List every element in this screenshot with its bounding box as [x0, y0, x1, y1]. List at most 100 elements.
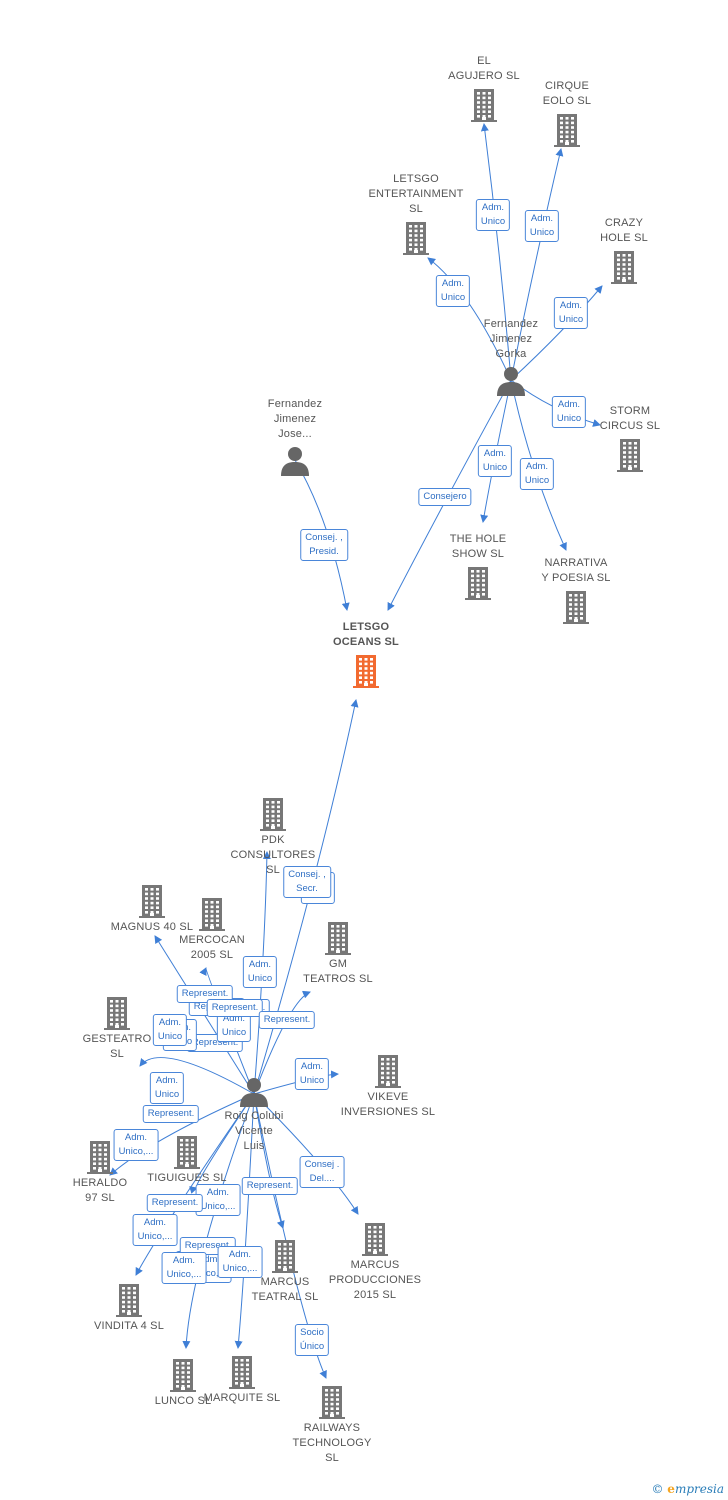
node-label: HERALDO 97 SL [72, 1177, 128, 1204]
role-badge[interactable]: Consej. , Secr. [283, 866, 331, 898]
role-badge[interactable]: Adm. Unico,... [132, 1214, 178, 1246]
building-icon [104, 997, 130, 1030]
node-vikeve[interactable]: VIKEVE INVERSIONES SL [313, 1054, 463, 1120]
edge-roig-heraldo [109, 1093, 255, 1176]
building-icon [116, 1284, 142, 1317]
node-jose[interactable]: Fernandez Jimenez Jose... [220, 397, 370, 476]
role-badge[interactable]: Adm. Unico [435, 275, 471, 307]
role-badge[interactable]: Consejero [418, 488, 472, 506]
role-badge[interactable]: Adm. Unico [475, 199, 511, 231]
node-label: STORM CIRCUS SL [599, 405, 661, 432]
node-letsgo[interactable]: LETSGO OCEANS SL [291, 620, 441, 688]
role-badge[interactable]: Consej . Del.... [299, 1156, 345, 1188]
brand-name: mpresia [674, 1482, 724, 1496]
role-badge[interactable]: Adm. Unico [551, 396, 587, 428]
role-badge[interactable]: Consej. , Presid. [300, 529, 348, 561]
edge-roig-railways [253, 1093, 327, 1379]
node-heraldo[interactable]: HERALDO 97 SL [25, 1140, 175, 1206]
role-badge[interactable]: Represent. [241, 1177, 299, 1195]
node-letsgo-ent[interactable]: LETSGO ENTERTAINMENT SL [341, 172, 491, 255]
node-cirque[interactable]: CIRQUE EOLO SL [492, 79, 642, 147]
node-label: LETSGO ENTERTAINMENT SL [368, 173, 464, 215]
node-label: THE HOLE SHOW SL [449, 533, 507, 560]
building-icon [319, 1386, 345, 1419]
node-label: GESTEATRO SL [82, 1033, 152, 1060]
brand-initial: e [667, 1482, 675, 1496]
node-label: EL AGUJERO SL [448, 55, 520, 82]
person-icon [281, 447, 309, 476]
node-mercocan[interactable]: MERCOCAN 2005 SL [137, 897, 287, 963]
node-label: MARQUITE SL [203, 1392, 281, 1404]
building-icon [471, 89, 497, 122]
role-badge[interactable]: Represent. [258, 1011, 316, 1029]
node-label: VIKEVE INVERSIONES SL [340, 1091, 436, 1118]
role-badge[interactable]: Socio Único [294, 1324, 330, 1356]
building-icon [272, 1240, 298, 1273]
node-lunco[interactable]: LUNCO SL [108, 1358, 258, 1409]
edge-gorka-cirque [510, 148, 564, 381]
role-badge[interactable]: Adm. Unico [477, 445, 513, 477]
building-icon [554, 114, 580, 147]
person-icon [497, 367, 525, 396]
building-icon [199, 898, 225, 931]
building-icon [139, 885, 165, 918]
role-badge[interactable]: Represent. [176, 985, 234, 1003]
node-tiguigues[interactable]: TIGUIGUES SL [112, 1135, 262, 1186]
node-marcusp[interactable]: MARCUS PRODUCCIONES 2015 SL [300, 1222, 450, 1303]
role-badge[interactable]: Adm. Unico,... [161, 1252, 207, 1284]
node-agujero[interactable]: EL AGUJERO SL [409, 54, 559, 122]
edge-roig-marquite [234, 1093, 255, 1349]
building-icon [174, 1136, 200, 1169]
copyright-symbol: © [651, 1482, 664, 1496]
node-label: MARCUS TEATRAL SL [251, 1276, 319, 1303]
role-badge[interactable]: Adm. Unico [553, 297, 589, 329]
building-icon [611, 251, 637, 284]
node-crazy[interactable]: CRAZY HOLE SL [549, 216, 699, 284]
node-label: MAGNUS 40 SL [110, 921, 194, 933]
building-icon [465, 567, 491, 600]
building-icon [260, 798, 286, 831]
building-icon [375, 1055, 401, 1088]
edge-roig-marcust [253, 1093, 285, 1229]
node-gesteatro[interactable]: GESTEATRO SL [42, 996, 192, 1062]
node-narrativa[interactable]: NARRATIVA Y POESIA SL [501, 556, 651, 624]
node-marquite[interactable]: MARQUITE SL [167, 1355, 317, 1406]
node-label: VINDITA 4 SL [93, 1320, 165, 1332]
node-label: CIRQUE EOLO SL [542, 80, 592, 107]
role-badge[interactable]: Adm. Unico,... [113, 1129, 159, 1161]
node-pdk[interactable]: PDK CONSULTORES SL [198, 797, 348, 878]
role-badge[interactable]: Adm. Unico [242, 956, 278, 988]
role-badge-overlap[interactable]: Represent. [142, 1105, 200, 1123]
role-badge[interactable]: Adm. Unico [152, 1014, 188, 1046]
role-badge[interactable]: Adm. Unico [524, 210, 560, 242]
node-label: GM TEATROS SL [303, 958, 373, 985]
node-marcust[interactable]: MARCUS TEATRAL SL [210, 1239, 360, 1305]
building-icon [403, 222, 429, 255]
node-storm[interactable]: STORM CIRCUS SL [555, 404, 705, 472]
role-badge[interactable]: Adm. Unico [294, 1058, 330, 1090]
building-icon [229, 1356, 255, 1389]
role-badge[interactable]: Adm. Unico [519, 458, 555, 490]
node-label: PDK CONSULTORES SL [230, 834, 316, 876]
role-badge-overlap[interactable]: Adm. Unico,... [195, 1184, 241, 1216]
role-badge[interactable]: Adm. Unico,... [217, 1246, 263, 1278]
empresia-logo[interactable]: © empresia [651, 1482, 724, 1496]
building-icon [87, 1141, 113, 1174]
node-magnus[interactable]: MAGNUS 40 SL [77, 884, 227, 935]
node-label: MERCOCAN 2005 SL [179, 934, 245, 961]
node-label: TIGUIGUES SL [147, 1172, 227, 1184]
node-railways[interactable]: RAILWAYS TECHNOLOGY SL [257, 1385, 407, 1466]
node-label: MARCUS PRODUCCIONES 2015 SL [328, 1259, 422, 1301]
node-hole[interactable]: THE HOLE SHOW SL [403, 532, 553, 600]
node-roig[interactable]: Roig Colubi Vicente Luis [179, 1077, 329, 1154]
node-label: Fernandez Jimenez Jose... [267, 398, 323, 440]
role-badge-overlap[interactable]: Adm. Unico [149, 1072, 185, 1104]
node-gorka[interactable]: Fernandez Jimenez Gorka [436, 317, 586, 396]
building-icon [563, 591, 589, 624]
node-gm[interactable]: GM TEATROS SL [263, 921, 413, 987]
building-icon [325, 922, 351, 955]
role-badge[interactable]: Represent. [206, 999, 264, 1017]
role-badge[interactable]: Represent. [146, 1194, 204, 1212]
node-vindita[interactable]: VINDITA 4 SL [54, 1283, 204, 1334]
